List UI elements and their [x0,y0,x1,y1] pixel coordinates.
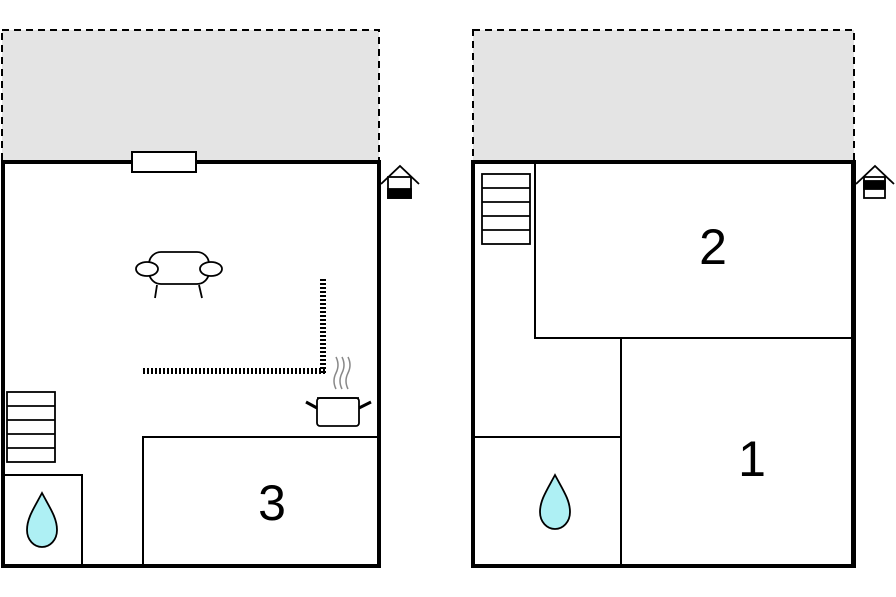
upper-floor-plan: 2 1 [471,29,895,568]
bedroom-2 [534,161,853,339]
steam-icon [333,356,351,390]
bedroom-3 [142,436,380,567]
room-number-1: 1 [738,431,766,487]
terrace-ground-floor [1,29,380,163]
kitchen-counter [143,279,326,374]
bedroom-1 [620,337,853,567]
sofa-icon [135,251,223,299]
kitchen-pot-icon [305,397,372,427]
entrance-icon [380,164,420,199]
staircase-icon [6,391,56,463]
staircase-icon [481,173,531,245]
water-drop-icon [26,491,58,548]
water-drop-icon [539,473,571,530]
entrance-icon [855,164,895,199]
terrace-upper-floor [472,29,855,163]
ground-floor-plan: 3 [1,29,420,568]
room-number-2: 2 [699,219,727,275]
room-number-3: 3 [258,475,286,531]
